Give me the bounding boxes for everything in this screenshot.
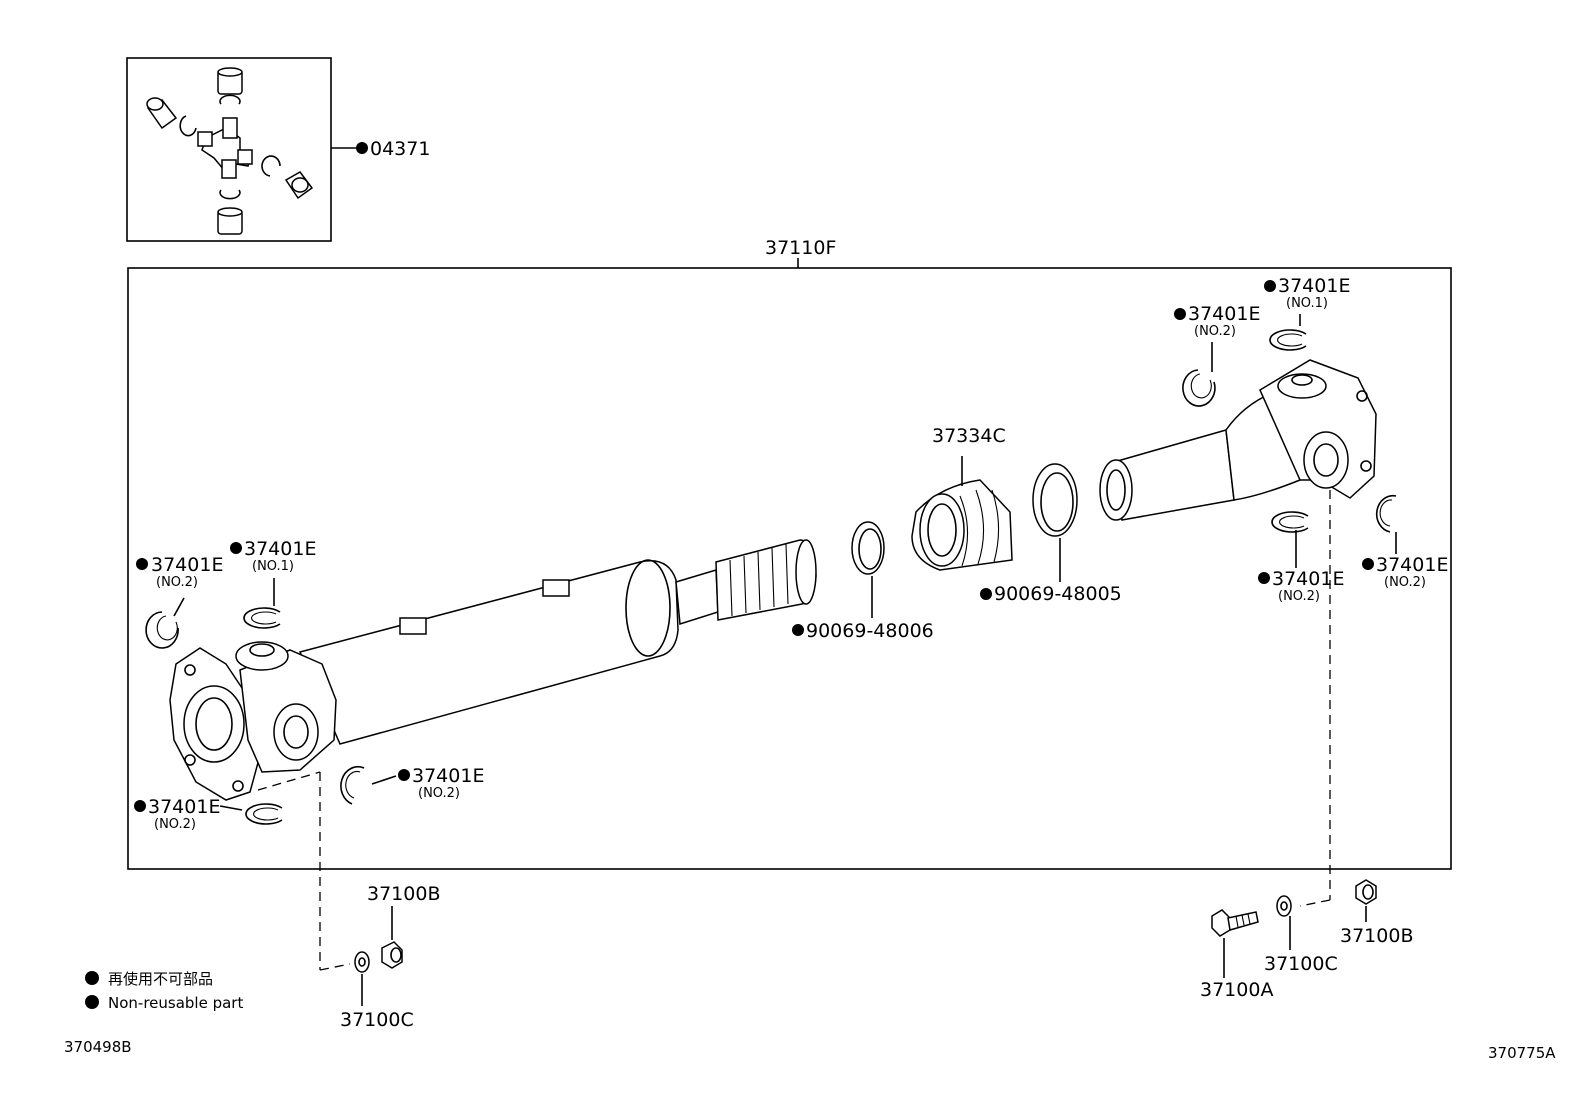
snap-ring-left-no2-bottom: 37401E (NO.2) bbox=[134, 796, 283, 832]
label-snap-ring-no2: (NO.2) bbox=[1278, 589, 1320, 604]
snap-ring-right-no2-top: 37401E (NO.2) bbox=[1174, 303, 1260, 407]
snap-ring-left-no2-top: 37401E (NO.2) bbox=[136, 554, 223, 649]
non-reusable-dot-icon bbox=[792, 624, 804, 636]
label-snap-ring: 37401E bbox=[151, 554, 223, 576]
label-clamp-small: 90069-48006 bbox=[806, 620, 934, 642]
clamp-small: 90069-48006 bbox=[792, 521, 934, 642]
label-spider-kit: 04371 bbox=[370, 138, 430, 160]
spider-kit-box: 04371 bbox=[126, 57, 430, 242]
label-snap-ring: 37401E bbox=[1188, 303, 1260, 325]
right-hardware: 37100A 37100C 37100B bbox=[1200, 490, 1413, 1001]
label-snap-ring-no2: (NO.2) bbox=[154, 817, 196, 832]
slip-yoke bbox=[1099, 359, 1377, 521]
label-nut: 37100B bbox=[367, 883, 440, 905]
non-reusable-dot-icon bbox=[1174, 308, 1186, 320]
non-reusable-dot-icon bbox=[356, 142, 368, 154]
label-washer: 37100C bbox=[340, 1009, 414, 1031]
legend-english: Non-reusable part bbox=[108, 994, 243, 1012]
label-snap-ring-no2: (NO.2) bbox=[1194, 324, 1236, 339]
balance-weight bbox=[542, 579, 570, 597]
left-hardware: 37100B 37100C bbox=[257, 771, 440, 1031]
label-snap-ring-no1: (NO.1) bbox=[1286, 296, 1328, 311]
label-snap-ring: 37401E bbox=[1272, 568, 1344, 590]
snap-ring-left-no2-mid: 37401E (NO.2) bbox=[340, 765, 484, 805]
ref-code-right: 370775A bbox=[1488, 1044, 1556, 1062]
snap-ring-right-no2-bottom: 37401E (NO.2) bbox=[1258, 511, 1344, 604]
boot: 37334C bbox=[911, 425, 1013, 571]
nut-icon bbox=[381, 941, 403, 969]
label-snap-ring: 37401E bbox=[244, 538, 316, 560]
assembly-frame: 37110F bbox=[127, 237, 1452, 870]
snap-ring-icon bbox=[179, 94, 281, 200]
label-boot: 37334C bbox=[932, 425, 1006, 447]
label-nut: 37100B bbox=[1340, 925, 1413, 947]
shaft-tube bbox=[298, 539, 817, 745]
non-reusable-dot-icon bbox=[1258, 572, 1270, 584]
label-snap-ring-no2: (NO.2) bbox=[1384, 575, 1426, 590]
snap-ring-right-no1-top: 37401E (NO.1) bbox=[1264, 275, 1350, 351]
non-reusable-dot-icon bbox=[136, 558, 148, 570]
washer-icon bbox=[354, 951, 370, 973]
legend-japanese: 再使用不可部品 bbox=[108, 970, 213, 988]
nut-icon bbox=[1355, 879, 1377, 905]
left-flange-yoke bbox=[169, 641, 337, 801]
ref-code-left: 370498B bbox=[64, 1038, 132, 1056]
spider-cross-icon bbox=[197, 117, 253, 179]
label-assembly: 37110F bbox=[765, 237, 836, 259]
label-bolt: 37100A bbox=[1200, 979, 1273, 1001]
bolt-icon bbox=[1211, 909, 1259, 937]
washer-icon bbox=[1276, 895, 1292, 917]
non-reusable-dot-icon bbox=[230, 542, 242, 554]
non-reusable-dot-icon bbox=[1264, 280, 1276, 292]
label-snap-ring: 37401E bbox=[148, 796, 220, 818]
label-snap-ring-no2: (NO.2) bbox=[418, 786, 460, 801]
bearing-cap-icon bbox=[146, 67, 314, 235]
non-reusable-dot-icon bbox=[85, 971, 99, 985]
clamp-large: 90069-48005 bbox=[980, 463, 1122, 605]
label-snap-ring: 37401E bbox=[412, 765, 484, 787]
non-reusable-dot-icon bbox=[980, 588, 992, 600]
balance-weight bbox=[399, 617, 427, 635]
label-washer: 37100C bbox=[1264, 953, 1338, 975]
snap-ring-left-no1: 37401E (NO.1) bbox=[230, 538, 316, 629]
snap-ring-right-no2-side: 37401E (NO.2) bbox=[1362, 494, 1448, 590]
label-snap-ring-no1: (NO.1) bbox=[252, 559, 294, 574]
non-reusable-dot-icon bbox=[134, 800, 146, 812]
legend: 再使用不可部品 Non-reusable part bbox=[85, 970, 243, 1012]
non-reusable-dot-icon bbox=[85, 995, 99, 1009]
label-snap-ring: 37401E bbox=[1376, 554, 1448, 576]
label-snap-ring-no2: (NO.2) bbox=[156, 575, 198, 590]
label-clamp-large: 90069-48005 bbox=[994, 583, 1122, 605]
non-reusable-dot-icon bbox=[1362, 558, 1374, 570]
label-snap-ring: 37401E bbox=[1278, 275, 1350, 297]
non-reusable-dot-icon bbox=[398, 769, 410, 781]
